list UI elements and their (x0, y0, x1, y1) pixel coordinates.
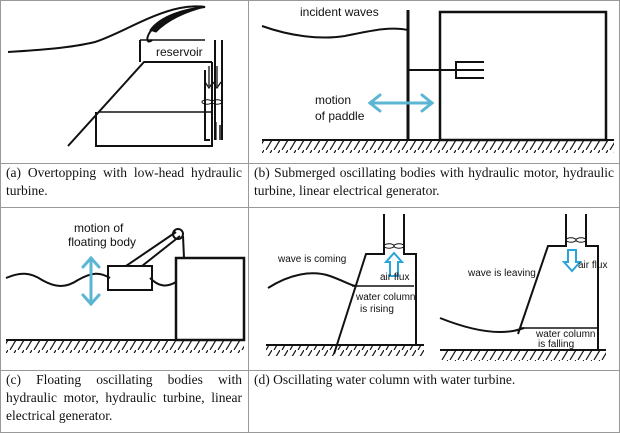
air-flux-down-arrow-icon (561, 249, 583, 273)
sea-surface-c (5, 272, 111, 287)
air-flux-up-arrow-icon (383, 251, 405, 277)
arm (125, 231, 177, 267)
column-falling-label-1: water column (535, 329, 595, 340)
power-house-c (174, 256, 246, 342)
wave-leaving-label: wave is leaving (467, 268, 536, 279)
column-falling-label-2: is falling (538, 339, 574, 350)
incident-wave (7, 5, 206, 53)
incident-waves-label: incident waves (300, 5, 379, 19)
caption-c: (c) Floating oscillating bodies with hyd… (6, 372, 242, 423)
wave-falling (439, 317, 525, 334)
wave-crest-fill (149, 6, 206, 33)
ramp (67, 61, 212, 147)
float-motion-arrow-icon (81, 255, 101, 307)
reservoir-label: reservoir (156, 45, 203, 59)
chamber-left-wall-2 (517, 214, 567, 335)
caption-b: (b) Submerged oscillating bodies with hy… (254, 165, 614, 198)
owc-diagram-rising (266, 214, 424, 356)
paddle-motion-label-2: of paddle (315, 109, 365, 123)
chamber-left-wall (333, 214, 385, 355)
turbine-icon-d1 (383, 242, 405, 250)
pivot (172, 228, 184, 240)
chamber-right-wall (403, 214, 417, 344)
turbine-icon-d2 (565, 236, 587, 244)
turbine-shaft (204, 70, 210, 141)
paddle-motion-label-1: motion (315, 93, 351, 107)
air-flux-label-2: air flux (578, 260, 607, 271)
owc-diagram-falling (439, 214, 606, 361)
submerged-body-diagram (261, 10, 614, 153)
hydraulic-piston (455, 61, 484, 79)
float-motion-label-1: motion of (74, 221, 124, 235)
flow-arrow-icon (204, 66, 214, 90)
air-flux-label-1: air flux (380, 272, 409, 283)
incident-wave-b (261, 25, 409, 39)
float-motion-label-2: floating body (68, 235, 136, 249)
wave-rising (267, 272, 357, 289)
chamber-right-wall-2 (585, 214, 599, 350)
floating-body-diagram (5, 228, 246, 353)
power-house (438, 10, 608, 142)
caption-d: (d) Oscillating water column with water … (254, 372, 516, 387)
column-rising-label-2: is rising (360, 304, 394, 315)
caption-a: (a) Overtopping with low-head hydraulic … (6, 165, 242, 198)
paddle-motion-arrow-icon (367, 93, 435, 113)
column-rising-label-1: water column (355, 292, 415, 303)
overtopping-diagram (7, 5, 223, 147)
wave-coming-label: wave is coming (277, 254, 346, 265)
floating-body (107, 265, 153, 291)
